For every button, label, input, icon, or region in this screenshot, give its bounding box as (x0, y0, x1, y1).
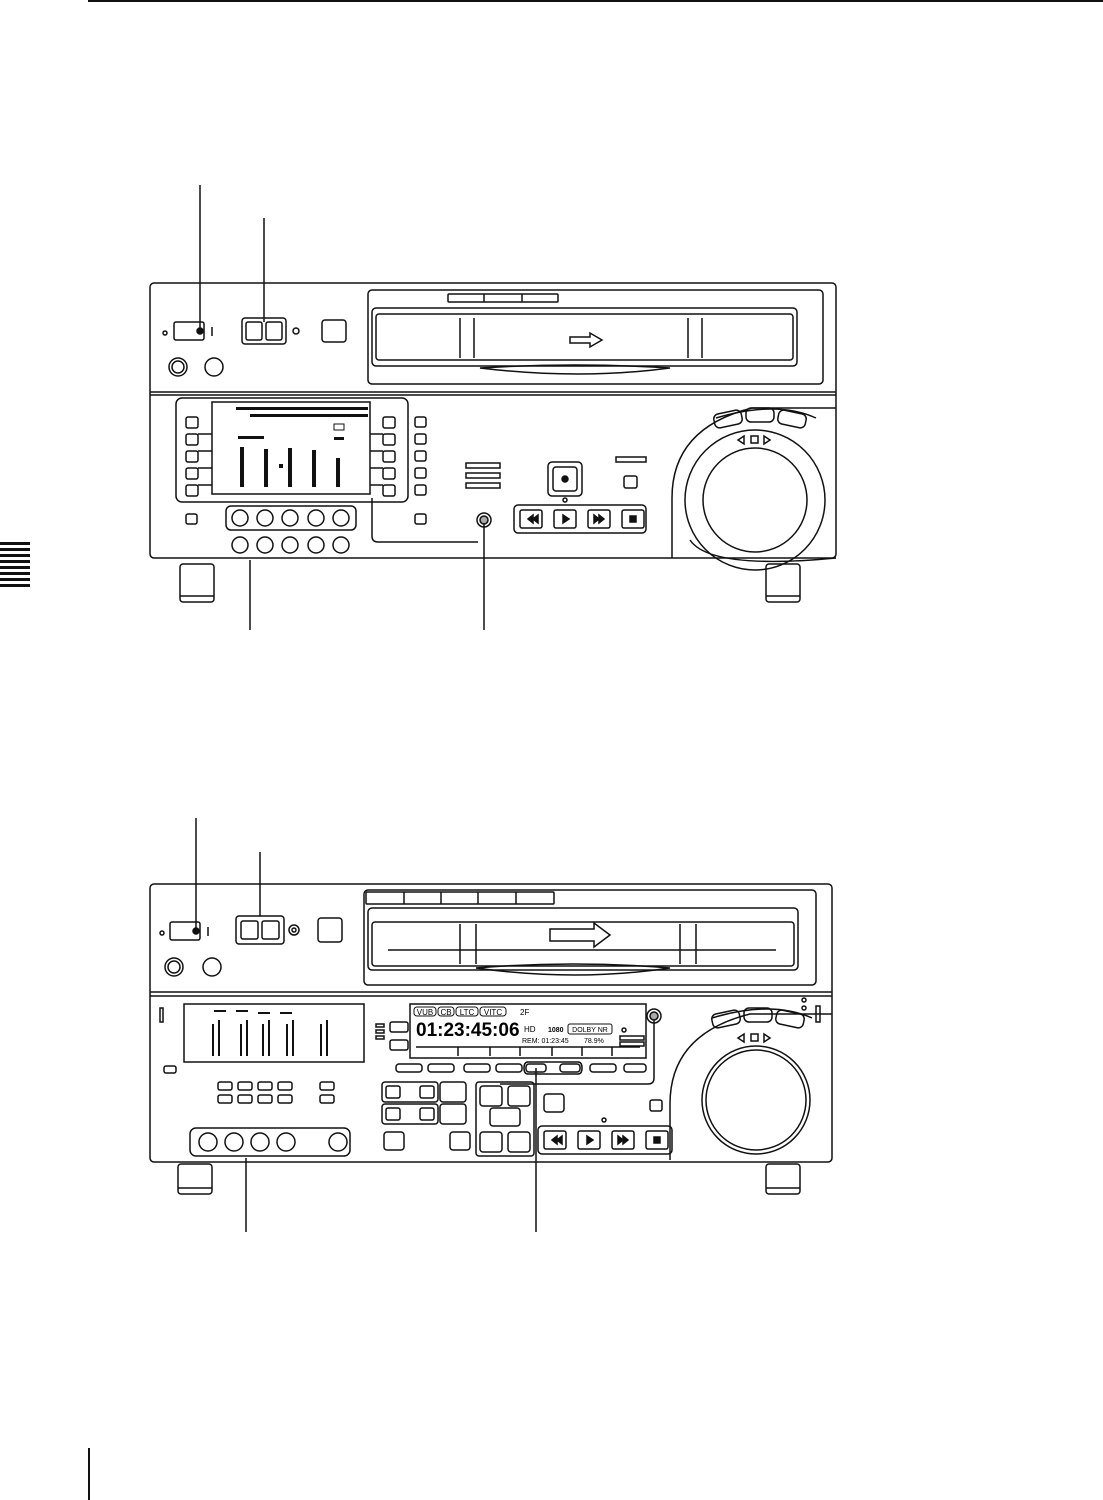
cassette-slot (371, 307, 798, 367)
stop-icon (629, 515, 637, 523)
soft-key-right-5[interactable] (382, 484, 396, 497)
cassette-compartment (367, 289, 824, 385)
play-icon (562, 513, 571, 525)
time-data-display (409, 1003, 647, 1059)
tc-source-ltc: LTC (460, 1008, 475, 1017)
power-switch[interactable] (173, 321, 205, 341)
headphone-jack[interactable] (168, 357, 188, 377)
page-footer-rule (88, 1448, 90, 1500)
line-count: 1080 (548, 1027, 564, 1034)
jog-shuttle-dial[interactable] (702, 447, 808, 553)
button-b[interactable] (265, 321, 283, 341)
frame-mode: 2F (520, 1008, 529, 1017)
remaining-time: REM: 01:23:45 (522, 1038, 569, 1045)
soft-key-left-5[interactable] (185, 484, 199, 497)
level-knob-7[interactable] (224, 1132, 244, 1152)
headphone-level-knob[interactable] (204, 357, 224, 377)
soft-key-right-1[interactable] (382, 416, 396, 429)
function-key-a[interactable] (525, 1063, 547, 1073)
minus-button[interactable] (439, 1103, 467, 1125)
eject-button[interactable] (321, 319, 347, 343)
soft-key-right-3[interactable] (382, 450, 396, 463)
record-icon (561, 475, 569, 483)
selector-button[interactable] (476, 512, 492, 528)
rewind-icon (526, 513, 539, 525)
rewind-button-2[interactable] (543, 1130, 567, 1150)
rewind-button[interactable] (519, 509, 543, 529)
video-format: HD (524, 1025, 536, 1034)
plus-button[interactable] (439, 1081, 467, 1103)
level-knob-3[interactable] (281, 509, 299, 527)
button-d[interactable] (261, 920, 280, 940)
page-top-rule (88, 0, 1103, 2)
remaining-percent: 78.9% (584, 1038, 604, 1045)
level-knob-4[interactable] (307, 509, 325, 527)
arrow-right-icon-2 (549, 921, 612, 949)
button-c[interactable] (240, 920, 259, 940)
level-knob-9[interactable] (276, 1132, 296, 1152)
arrow-right-icon (569, 331, 604, 349)
callout-box-knobs-2 (189, 1127, 351, 1157)
stop-button-2[interactable] (645, 1130, 669, 1150)
power-switch-2[interactable] (169, 921, 201, 941)
chapter-tab (0, 542, 30, 590)
button-a[interactable] (245, 321, 263, 341)
function-key-b[interactable] (559, 1063, 581, 1073)
lcd-screen (211, 401, 371, 495)
tc-source-vub: VUB (417, 1008, 433, 1017)
callout-box-menu-buttons (175, 397, 409, 503)
stop-button[interactable] (621, 509, 645, 529)
deck-body (149, 282, 837, 559)
soft-key-right-2[interactable] (382, 433, 396, 446)
soft-key-left-3[interactable] (185, 450, 199, 463)
lower-deck-diagram: VUB CB LTC VITC 2F 01:23:45:06 HD 1080 D… (149, 818, 833, 1232)
record-button[interactable] (547, 461, 583, 497)
play-button[interactable] (553, 509, 577, 529)
selector-button-2[interactable] (646, 1008, 662, 1024)
transport-group-2 (537, 1125, 673, 1155)
soft-key-left-2[interactable] (185, 433, 199, 446)
dolby-indicator: DOLBY NR (572, 1027, 608, 1034)
upper-deck-diagram (149, 185, 837, 630)
headphone-level-knob-2[interactable] (202, 957, 222, 977)
fast-forward-button[interactable] (587, 509, 611, 529)
tc-source-vitc: VITC (484, 1008, 502, 1017)
level-knob-8[interactable] (250, 1132, 270, 1152)
tc-source-cb: CB (440, 1008, 451, 1017)
fast-forward-icon (593, 513, 606, 525)
level-knob-10[interactable] (328, 1132, 348, 1152)
jog-dial-ring[interactable] (684, 429, 826, 571)
callout-box-6 (235, 915, 285, 945)
foot-left (179, 563, 215, 603)
timecode-readout: 01:23:45:06 (416, 1020, 520, 1041)
soft-key-left-1[interactable] (185, 416, 199, 429)
foot-right-2 (765, 1163, 801, 1195)
cassette-compartment-2 (363, 889, 817, 986)
foot-left-2 (177, 1163, 213, 1195)
transport-group (513, 504, 647, 534)
level-knob-2[interactable] (256, 509, 274, 527)
soft-key-left-4[interactable] (185, 467, 199, 480)
soft-key-right-4[interactable] (382, 467, 396, 480)
cassette-slot-2 (367, 907, 799, 971)
callout-box-knobs (225, 505, 357, 531)
play-button-2[interactable] (577, 1130, 601, 1150)
deck-body-2 (149, 883, 833, 1163)
lcd-tc-sources: VUB CB LTC VITC (413, 1006, 507, 1017)
level-knob-5[interactable] (332, 509, 350, 527)
level-knob-1[interactable] (231, 509, 249, 527)
level-knob-6[interactable] (198, 1132, 218, 1152)
headphone-jack-2[interactable] (164, 957, 184, 977)
audio-meter-panel (183, 1003, 365, 1063)
callout-box-2 (241, 317, 287, 345)
jog-shuttle-dial-2[interactable] (701, 1045, 811, 1155)
fast-forward-button-2[interactable] (611, 1130, 635, 1150)
eject-button-2[interactable] (317, 917, 343, 943)
